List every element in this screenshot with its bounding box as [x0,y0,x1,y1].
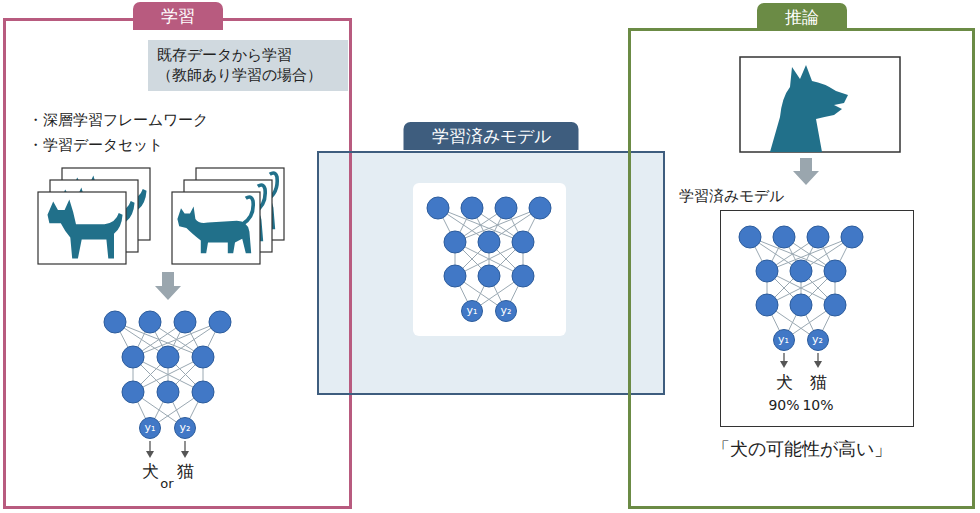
neuron [756,294,778,316]
output-neuron: y₁ [773,329,795,351]
neuron [122,346,144,368]
training-panel: 既存データから学習 （教師あり学習の場合）y₁y₂学習 [3,18,352,509]
neuron [122,381,144,403]
output-neuron: y₁ [139,417,161,439]
flow-arrow [793,158,819,185]
neuron [790,260,812,282]
box-heading: 学習済みモデル [679,187,784,206]
neuron [444,265,466,287]
neuron [824,260,846,282]
label: 10% [802,397,833,414]
label: ・学習データセット [28,136,163,154]
label: 90% [768,397,799,414]
panel-tab: 学習 [133,2,223,30]
neuron [139,311,161,333]
model-box: y₁y₂学習済みモデル [720,210,914,427]
output-symbol: y₂ [808,330,828,350]
output-symbol: y₂ [496,301,516,321]
model-card [413,183,566,336]
neuron [192,381,214,403]
neuron [157,346,179,368]
neuron [174,311,196,333]
panel-ground [317,151,665,395]
output-neuron: y₂ [807,329,829,351]
output-symbol: y₁ [774,330,794,350]
neuron [790,294,812,316]
output-symbol: y₁ [140,418,160,438]
neuron [104,311,126,333]
neuron [512,265,534,287]
output-neuron: y₂ [495,300,517,322]
neuron [478,265,500,287]
neuron [807,226,829,248]
neuron [192,346,214,368]
label: ・深層学習フレームワーク [28,111,208,129]
neuron [157,381,179,403]
neuron [478,231,500,253]
model-panel: y₁y₂学習済みモデル [317,151,665,395]
output-neuron: y₂ [174,417,196,439]
neuron [841,226,863,248]
neuron [444,231,466,253]
output-symbol: y₁ [462,301,482,321]
neuron [209,311,231,333]
note-box: 既存データから学習 （教師あり学習の場合） [148,40,348,91]
neuron [512,231,534,253]
flow-arrow [155,272,181,300]
neuron [756,260,778,282]
panel-tab: 学習済みモデル [404,122,579,150]
label: 「犬の可能性が高い」 [712,438,892,460]
cat-cards [172,168,284,264]
panel-tab: 推論 [757,3,847,31]
neuron [773,226,795,248]
label: 猫 [177,461,194,481]
dog-cards [38,168,150,264]
neuron [529,197,551,219]
neuron [824,294,846,316]
label: 犬 [142,461,159,481]
note-text: 既存データから学習 （教師あり学習の場合） [157,45,339,86]
neuron [495,197,517,219]
neuron [427,197,449,219]
label: 猫 [810,372,827,392]
output-symbol: y₂ [175,418,195,438]
neuron [461,197,483,219]
label: 犬 [776,372,793,392]
neuron [739,226,761,248]
label: or [160,476,173,492]
inference-panel: y₁y₂学習済みモデル推論 [628,28,975,509]
input-image [740,57,900,152]
output-neuron: y₁ [461,300,483,322]
model-box-ground [720,210,914,427]
